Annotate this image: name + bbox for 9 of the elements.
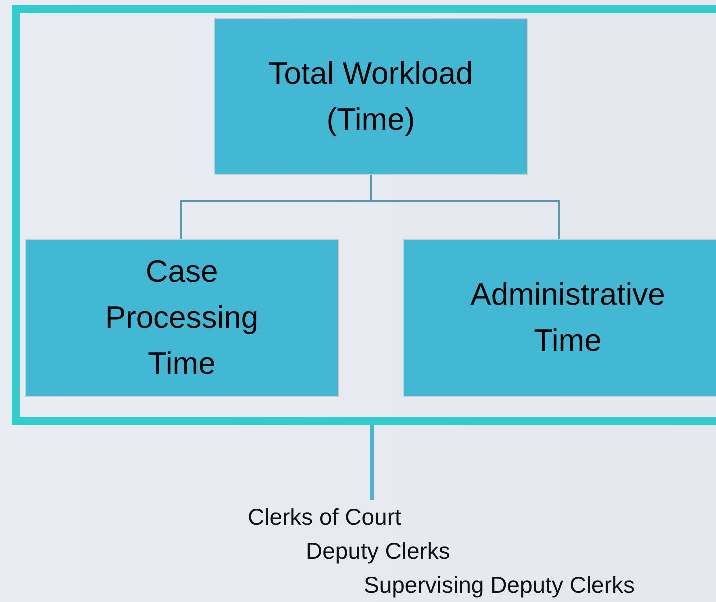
role-label: Deputy Clerks	[306, 537, 450, 566]
role-label: Supervising Deputy Clerks	[364, 571, 636, 600]
role-label: Clerks of Court	[248, 503, 402, 532]
category-box: Administrative Time	[403, 239, 716, 397]
connector-line	[370, 425, 374, 500]
category-box: Case Processing Time	[25, 239, 339, 397]
connector-line	[370, 175, 560, 239]
category-box: Total Workload (Time)	[214, 18, 528, 175]
frame-border	[12, 5, 716, 425]
